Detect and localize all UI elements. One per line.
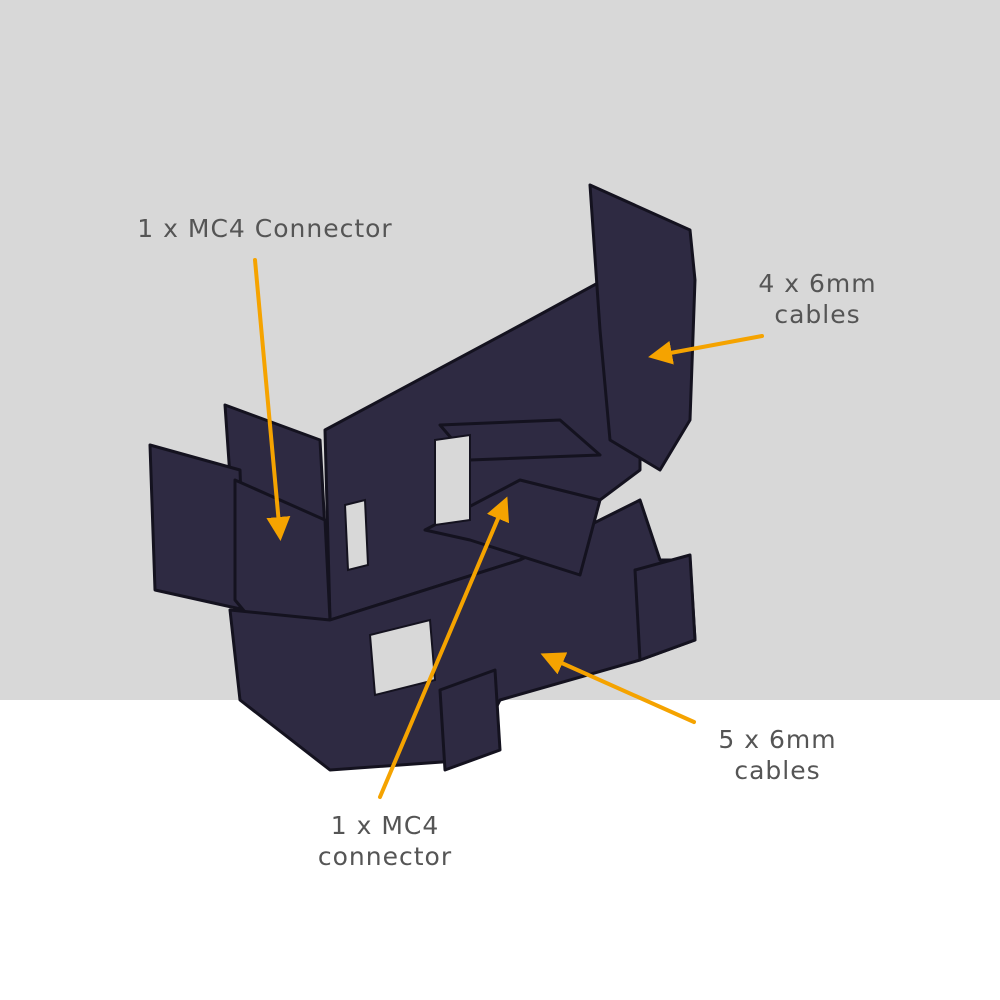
label-bottom-right: 5 x 6mm cables xyxy=(718,725,837,785)
callout-arrows xyxy=(253,258,764,799)
label-top-right: 4 x 6mm cables xyxy=(758,269,877,329)
label-top-left: 1 x MC4 Connector xyxy=(137,214,393,243)
arrow-bottom-center xyxy=(378,496,510,799)
arrow-bottom-right xyxy=(540,652,696,724)
arrow-top-right xyxy=(648,334,764,365)
cable-clip-openings xyxy=(343,433,471,697)
cable-clip-part xyxy=(148,183,697,772)
label-bottom-center: 1 x MC4 connector xyxy=(317,811,453,871)
arrow-top-left xyxy=(253,258,291,541)
